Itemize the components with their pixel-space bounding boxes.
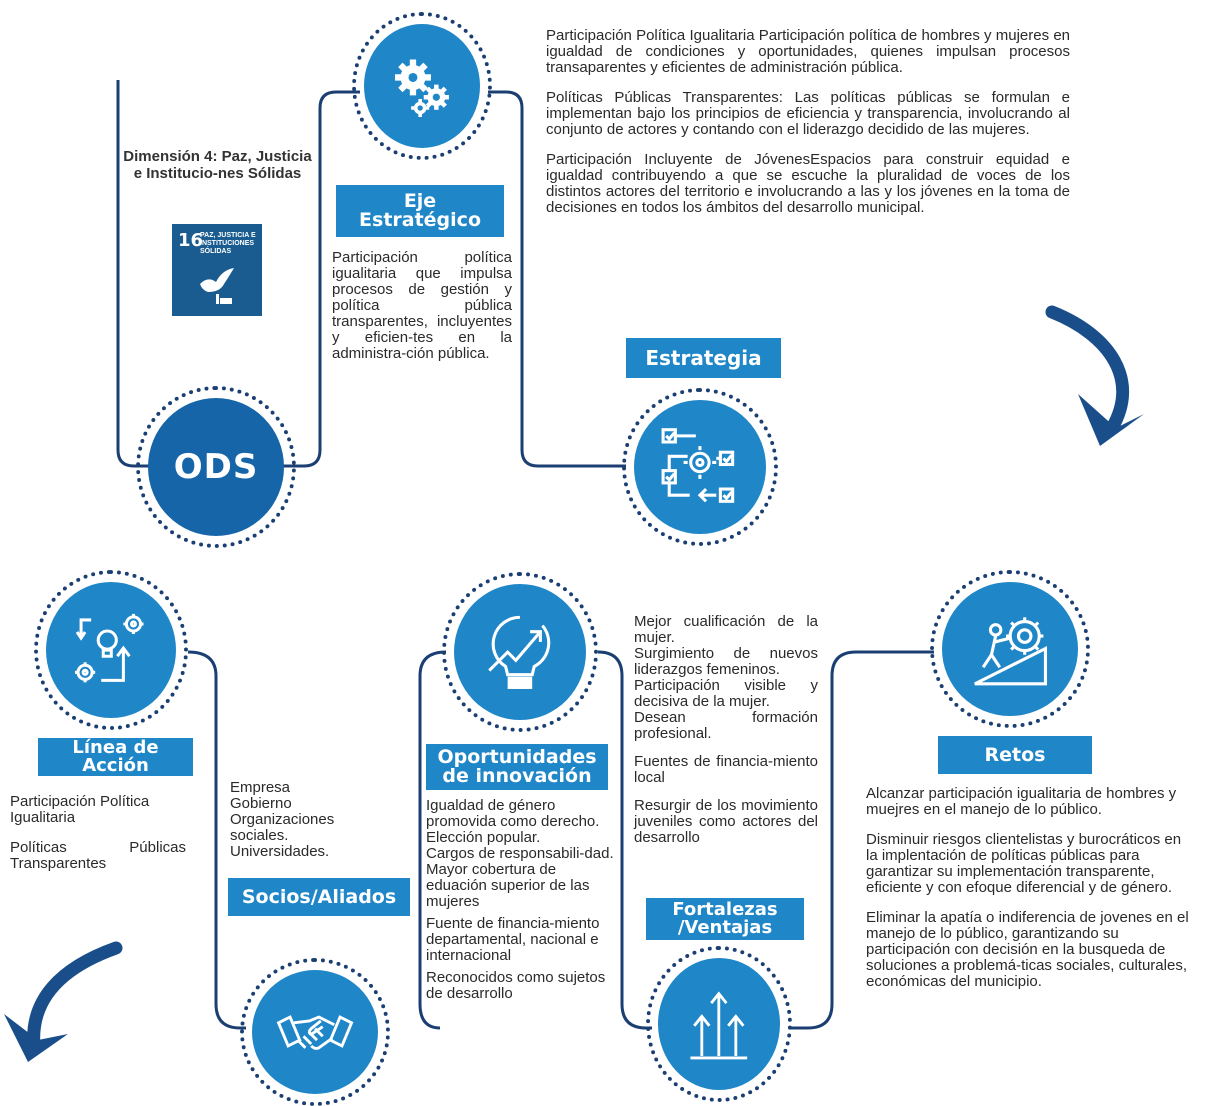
socios-item: Empresa [230, 779, 291, 796]
retos-node [930, 570, 1090, 728]
sdg-number: 16 [178, 230, 204, 251]
linea-label: Línea de Acción [38, 738, 193, 776]
fortalezas-item: Fuentes de financia-miento local [634, 753, 818, 786]
eje-label: Eje Estratégico [336, 185, 504, 237]
fortalezas-node [646, 946, 792, 1102]
oportunidades-item: Igualdad de género promovida como derech… [426, 797, 600, 830]
fortalezas-item: Desean formación profesional. [634, 709, 818, 742]
dove-icon [200, 268, 234, 304]
estrategia-node [622, 388, 778, 546]
curved-arrow-icon [1045, 305, 1144, 446]
oportunidades-item: Reconocidos como sujetos de desarrollo [426, 969, 606, 1002]
fortalezas-text: Mejor cualificación de la mujer. Surgimi… [634, 614, 818, 846]
oportunidades-node [442, 572, 598, 732]
retos-item: Disminuir riesgos clientelistas y burocr… [866, 831, 1182, 896]
oportunidades-item: Cargos de responsabili-dad. [426, 845, 614, 862]
eje-node [352, 12, 492, 160]
climber-gear-icon [973, 617, 1047, 686]
handshake-icon [276, 1014, 354, 1050]
retos-text: Alcanzar participación igualitaria de ho… [866, 786, 1192, 1004]
fortalezas-label: Fortalezas /Ventajas [646, 898, 804, 940]
retos-item: Eliminar la apatía o indiferencia de jov… [866, 909, 1189, 990]
linea-text: Participación Política Igualitaria Polít… [10, 794, 186, 886]
linea-item: Políticas Públicas Transparentes [10, 839, 186, 872]
ods-label: ODS [173, 447, 259, 487]
oportunidades-text: Igualdad de género promovida como derech… [426, 798, 616, 1002]
eje-text: Participación política igualitaria que i… [332, 249, 512, 362]
estrategia-item: Políticas Públicas Transparentes: Las po… [546, 89, 1070, 138]
retos-item: Alcanzar participación igualitaria de ho… [866, 785, 1177, 818]
fortalezas-item: Participación visible y decisiva de la m… [634, 677, 818, 710]
linea-node [34, 570, 188, 730]
socios-item: Universidades. [230, 843, 330, 860]
linea-item: Participación Política Igualitaria [10, 793, 150, 826]
estrategia-item: Participación Incluyente de JóvenesEspac… [546, 151, 1070, 216]
workflow-icon [661, 428, 735, 504]
oportunidades-item: Fuente de financia-miento departamental,… [426, 915, 600, 964]
retos-label: Retos [938, 736, 1092, 774]
idea-cycle-icon [74, 613, 144, 683]
oportunidades-item: Elección popular. [426, 829, 541, 846]
socios-item: Organizaciones sociales. [230, 811, 335, 844]
oportunidades-label: Oportunidades de innovación [426, 744, 608, 790]
fortalezas-item: Resurgir de los movimiento juveniles com… [634, 797, 818, 846]
estrategia-item: Participación Política Igualitaria Parti… [546, 27, 1070, 76]
gears-icon [395, 59, 449, 117]
dimension-title: Dimensión 4: Paz, Justicia e Institucio-… [123, 148, 312, 182]
curved-arrow-icon [4, 941, 123, 1062]
estrategia-label: Estrategia [626, 338, 781, 378]
socios-item: Gobierno [230, 795, 292, 812]
fortalezas-item: Surgimiento de nuevos liderazgos femenin… [634, 645, 818, 678]
oportunidades-item: Mayor cobertura de eduación superior de … [426, 861, 590, 910]
growth-bulb-icon [488, 615, 551, 689]
sdg-badge: 16 PAZ, JUSTICIA E INSTITUCIONES SÓLIDAS [172, 224, 262, 316]
socios-text: Empresa Gobierno Organizaciones sociales… [230, 780, 380, 860]
sdg-title: PAZ, JUSTICIA E INSTITUCIONES SÓLIDAS [200, 232, 256, 255]
arrows-up-icon [690, 991, 748, 1060]
ods-node: ODS [136, 386, 296, 548]
fortalezas-item: Mejor cualificación de la mujer. [634, 613, 818, 646]
socios-node [240, 958, 390, 1106]
socios-label: Socios/Aliados [228, 878, 410, 916]
estrategia-text: Participación Política Igualitaria Parti… [546, 28, 1070, 230]
